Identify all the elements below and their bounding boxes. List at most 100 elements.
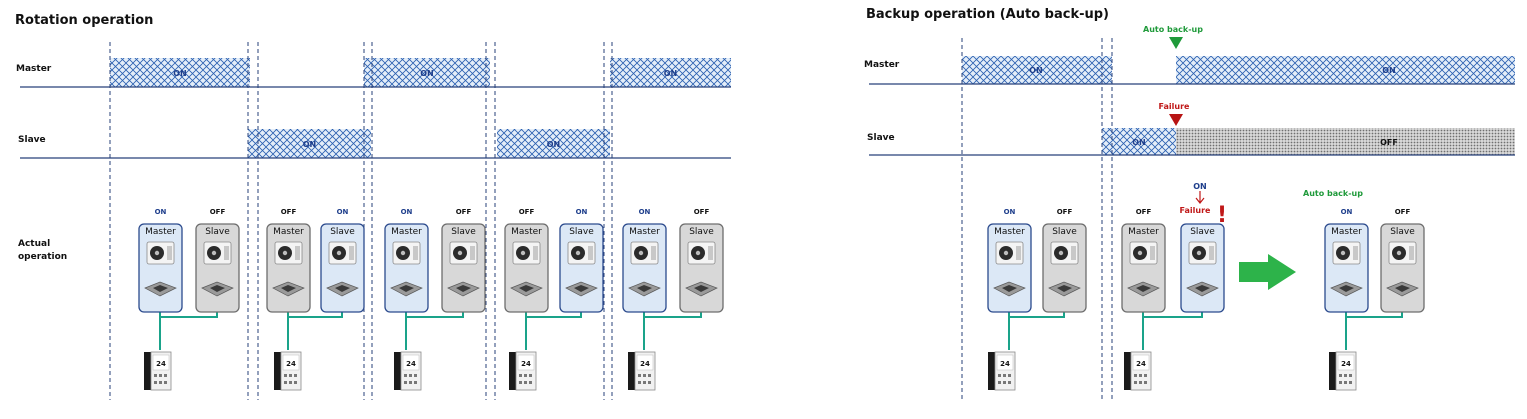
unit-card-active	[1324, 223, 1369, 313]
cassette-center-icon	[281, 285, 296, 292]
unit-card-idle	[1042, 223, 1087, 313]
remote-button-icon	[524, 381, 527, 384]
cassette-center-icon	[456, 285, 471, 292]
rotation-actual-label-1: Actual	[18, 239, 50, 249]
remote-button-icon	[164, 381, 167, 384]
unit-status-label: OFF	[519, 208, 535, 216]
cassette-center-icon	[335, 285, 350, 292]
remote-temp-label: 24	[1000, 360, 1010, 368]
remote-temp-label: 24	[521, 360, 531, 368]
cassette-center-icon	[637, 285, 652, 292]
fan-hub-icon	[282, 250, 288, 256]
after-auto-backup-label: Auto back-up	[1303, 189, 1363, 198]
cassette-center-icon	[1195, 285, 1210, 292]
remote-button-icon	[519, 374, 522, 377]
unit-name-label: Master	[994, 227, 1025, 237]
fan-hub-icon	[154, 250, 160, 256]
remote-button-icon	[1339, 381, 1342, 384]
remote-screen-icon	[636, 354, 654, 371]
backup-master-on-label-2: ON	[1382, 66, 1396, 75]
remote-side-icon	[628, 352, 635, 390]
remote-screen-icon	[1337, 354, 1355, 371]
rotation-master-on-bar	[110, 58, 250, 87]
unit-name-label: Slave	[1190, 227, 1215, 237]
rotation-slave-on-bar	[248, 129, 371, 158]
remote-button-icon	[289, 374, 292, 377]
remote-button-icon	[284, 381, 287, 384]
remote-button-icon	[1144, 381, 1147, 384]
remote-button-icon	[519, 381, 522, 384]
remote-button-icon	[414, 374, 417, 377]
cassette-center-icon	[1136, 285, 1151, 292]
remote-controller: 24	[274, 351, 302, 391]
rotation-master-on-bar	[610, 58, 731, 87]
failed-slave-failure-label: Failure	[1180, 206, 1212, 215]
fan-hub-icon	[695, 250, 701, 256]
refrigerant-pipe	[525, 312, 582, 350]
refrigerant-pipe	[643, 312, 702, 350]
unit-status-label: OFF	[281, 208, 297, 216]
fan-hub-icon	[211, 250, 217, 256]
rotation-slave-on-label: ON	[547, 140, 561, 149]
unit-name-label: Master	[629, 227, 660, 237]
remote-temp-label: 24	[156, 360, 166, 368]
remote-controller: 24	[509, 351, 537, 391]
fan-hub-icon	[457, 250, 463, 256]
unit-card-active	[622, 223, 667, 313]
remote-controller: 24	[628, 351, 656, 391]
remote-side-icon	[144, 352, 151, 390]
outdoor-grille-icon	[708, 246, 713, 260]
cassette-center-icon	[694, 285, 709, 292]
backup-slave-on-label: ON	[1132, 138, 1146, 147]
unit-name-label: Master	[1331, 227, 1362, 237]
unit-status-label: ON	[401, 208, 413, 216]
refrigerant-pipe	[1345, 312, 1403, 350]
remote-button-icon	[1344, 374, 1347, 377]
remote-button-icon	[404, 381, 407, 384]
unit-name-label: Master	[511, 227, 542, 237]
remote-screen-icon	[402, 354, 420, 371]
remote-controller: 24	[1329, 351, 1357, 391]
unit-status-label: ON	[1004, 208, 1016, 216]
remote-screen-icon	[282, 354, 300, 371]
fan-hub-icon	[1340, 250, 1346, 256]
remote-button-icon	[159, 374, 162, 377]
remote-button-icon	[154, 374, 157, 377]
remote-side-icon	[394, 352, 401, 390]
cassette-center-icon	[574, 285, 589, 292]
remote-button-icon	[524, 374, 527, 377]
backup-slave-on-bar	[1102, 128, 1176, 155]
backup-dividers	[961, 38, 1113, 400]
unit-status-label: OFF	[210, 208, 226, 216]
rotation-master-row-label: Master	[16, 64, 52, 74]
cassette-center-icon	[1395, 285, 1410, 292]
cassette-center-icon	[1002, 285, 1017, 292]
rotation-master-on-label: ON	[664, 69, 678, 78]
backup-slave-off-bar	[1176, 128, 1515, 155]
remote-screen-icon	[152, 354, 170, 371]
remote-button-icon	[648, 381, 651, 384]
backup-master-row-label: Master	[864, 60, 900, 70]
rotation-units: MasterONSlaveOFFMasterOFFSlaveONMasterON…	[138, 208, 724, 350]
unit-name-label: Slave	[330, 227, 355, 237]
outdoor-grille-icon	[470, 246, 475, 260]
fan-hub-icon	[638, 250, 644, 256]
indoor-unit-card: Slave	[1180, 223, 1225, 313]
outdoor-grille-icon	[413, 246, 418, 260]
rotation-slave-on-label: ON	[303, 140, 317, 149]
fan-hub-icon	[1196, 250, 1202, 256]
unit-name-label: Slave	[1052, 227, 1077, 237]
unit-card-idle	[1121, 223, 1166, 313]
unit-status-label: OFF	[694, 208, 710, 216]
unit-card-idle	[195, 223, 240, 313]
unit-card-active	[1180, 223, 1225, 313]
outdoor-grille-icon	[1150, 246, 1155, 260]
